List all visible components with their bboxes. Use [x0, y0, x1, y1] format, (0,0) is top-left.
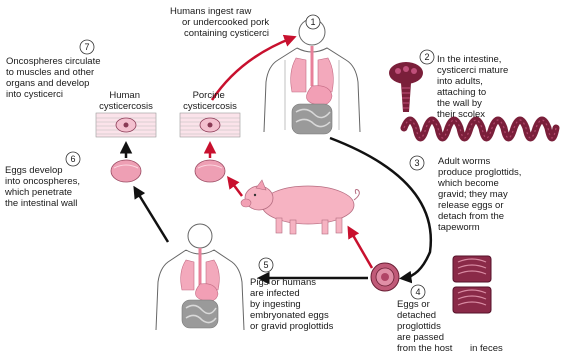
egg-illustration — [371, 263, 399, 291]
porcine-cysticercosis-label: Porcine cysticercosis — [183, 90, 237, 112]
step-7-caption: Oncospheres circulate to muscles and oth… — [6, 56, 103, 100]
step-6-marker: 6 — [66, 152, 80, 166]
human-figure-bottom — [156, 224, 244, 330]
step-4-marker: 4 — [411, 285, 425, 299]
step-1-caption: Humans ingest raw or undercooked pork co… — [170, 6, 272, 39]
svg-text:3: 3 — [414, 158, 419, 168]
step-5-caption: Pigs or humans are infected by ingesting… — [250, 277, 334, 332]
arrow-egg-to-pig — [350, 230, 372, 268]
step-2-caption: In the intestine, cysticerci mature into… — [437, 54, 511, 120]
svg-text:4: 4 — [415, 287, 420, 297]
svg-text:6: 6 — [70, 154, 75, 164]
step-1-marker: 1 — [306, 15, 320, 29]
adult-worm-illustration — [404, 120, 556, 138]
oncospheres — [111, 160, 225, 182]
arrow-human-to-oncosphere — [136, 190, 168, 242]
step-6-caption: Eggs develop into oncospheres, which pen… — [4, 165, 83, 209]
step-7-marker: 7 — [80, 40, 94, 54]
svg-text:5: 5 — [263, 260, 268, 270]
arrow-pig-to-oncosphere — [230, 180, 242, 196]
step-5-marker: 5 — [259, 258, 273, 272]
pig-illustration — [241, 180, 359, 234]
cycle-arrows — [126, 38, 431, 278]
step-3-caption: Adult worms produce proglottids, which b… — [437, 156, 524, 233]
step-2-marker: 2 — [420, 50, 434, 64]
scolex-illustration — [389, 62, 423, 112]
human-figure-top — [264, 19, 360, 134]
human-muscle-cysticerci — [96, 113, 156, 137]
svg-text:7: 7 — [84, 42, 89, 52]
human-cysticercosis-label: Human cysticercosis — [99, 90, 153, 112]
step-3-marker: 3 — [410, 156, 424, 170]
svg-text:2: 2 — [424, 52, 429, 62]
gravid-proglottids-illustration — [453, 256, 491, 313]
svg-text:1: 1 — [310, 17, 315, 27]
porcine-muscle-cysticerci — [180, 113, 240, 137]
